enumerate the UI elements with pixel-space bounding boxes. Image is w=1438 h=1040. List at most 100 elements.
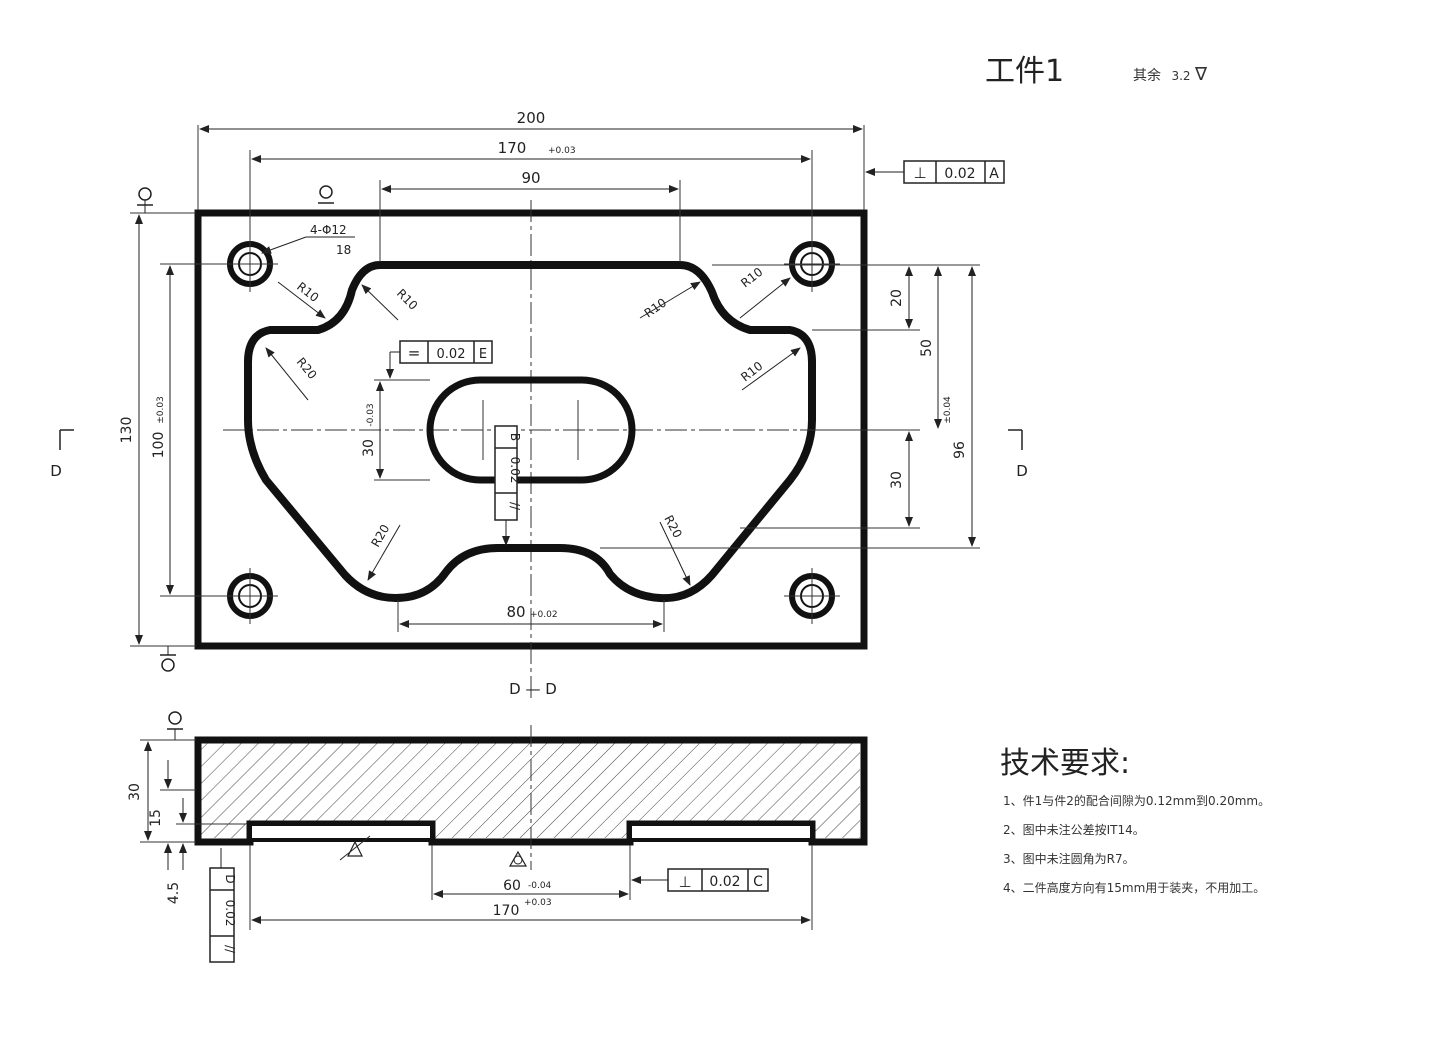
dim-30-slot-tol: -0.03 — [366, 403, 376, 426]
section-marker-left: D — [50, 429, 74, 480]
roughness-value: 3.2 — [1171, 69, 1191, 83]
fcf-sym-e-tol: 0.02 — [437, 347, 466, 362]
dim-170-text: 170 — [498, 139, 527, 157]
tech-requirements-list: 1、件1与件2的配合间隙为0.12mm到0.20mm。 2、图中未注公差按IT1… — [1003, 792, 1270, 908]
dim-side-170: 170 +0.03 — [249, 845, 813, 930]
center-slot — [426, 376, 636, 484]
dim-side-45-text: 4.5 — [166, 882, 182, 904]
fcf-perp-c-sym: ⊥ — [678, 873, 691, 891]
datum-triangle-center — [508, 850, 528, 867]
dim-96-tol: ±0.04 — [943, 396, 953, 424]
dim-30-slot: 30 -0.03 — [361, 379, 430, 481]
fcf-perp-a-tol: 0.02 — [944, 166, 975, 182]
hole-bottom-left — [222, 568, 278, 624]
fcf-par-b-tol: 0.02 — [508, 457, 522, 484]
dim-170: 170 +0.03 — [249, 139, 813, 240]
dim-side-15-text: 15 — [148, 809, 164, 827]
datum-marker-bottom — [160, 646, 176, 672]
hole-top-left — [222, 236, 278, 292]
hole-callout: 4-Φ12 18 — [261, 223, 355, 257]
dim-side-60: 60 -0.04 — [431, 845, 631, 900]
datum-marker-section — [167, 711, 183, 740]
dim-130: 130 — [119, 212, 196, 647]
dim-200-text: 200 — [517, 109, 546, 127]
fcf-par-b-sym: // — [508, 502, 522, 511]
dim-side-15: 15 — [148, 760, 196, 870]
dim-96: 96 ±0.04 — [600, 264, 980, 549]
fcf-par-d-datum: D — [223, 874, 237, 883]
hole-top-right — [784, 236, 840, 292]
dim-side-60-text: 60 — [503, 878, 521, 894]
dim-130-text: 130 — [119, 417, 135, 444]
dim-side-30-text: 30 — [127, 783, 143, 801]
dim-side-170-text: 170 — [493, 903, 520, 919]
hole-depth-text: 18 — [336, 243, 351, 257]
dim-50: 50 — [919, 266, 942, 429]
dim-100-tol: ±0.03 — [156, 396, 166, 424]
radius-label-2: R10 — [394, 286, 421, 313]
dim-90: 90 — [379, 169, 681, 262]
section-right-recess — [628, 822, 814, 842]
fcf-perp-c: ⊥ 0.02 C — [631, 868, 769, 892]
dim-100-text: 100 — [151, 432, 167, 459]
dim-20-text: 20 — [889, 289, 905, 307]
tech-requirement-3: 3、图中未注圆角为R7。 — [1003, 852, 1135, 866]
radius-label-7: R20 — [368, 522, 392, 549]
roughness-label: 其余 — [1133, 68, 1161, 84]
mounting-holes — [222, 236, 840, 624]
tech-requirements-heading: 技术要求: — [1000, 746, 1131, 781]
dim-80: 80 +0.02 — [397, 600, 665, 632]
fcf-par-b-datum: B — [508, 433, 522, 441]
section-label-right: D — [1016, 462, 1028, 480]
radius-label-5: R10 — [738, 265, 765, 291]
datum-marker-top — [137, 187, 153, 213]
roughness-symbol-icon: ∇ — [1195, 64, 1208, 85]
fcf-sym-e-sym: = — [408, 344, 421, 362]
dim-100: 100 ±0.03 — [151, 263, 228, 597]
fcf-perp-c-tol: 0.02 — [709, 874, 740, 890]
datum-triangle-left — [339, 835, 371, 861]
fcf-perp-a: ⊥ 0.02 A — [865, 160, 1005, 184]
dim-side-45: 4.5 — [166, 798, 246, 904]
section-label-left: D — [50, 462, 62, 480]
fcf-perp-c-datum: C — [753, 874, 763, 890]
fcf-par-d-tol: 0.02 — [223, 900, 237, 927]
fcf-par-d: D 0.02 // — [209, 848, 237, 963]
tech-requirement-2: 2、图中未注公差按IT14。 — [1003, 823, 1145, 837]
radius-label-6: R10 — [738, 359, 765, 385]
section-view: 30 15 4.5 60 -0.04 170 +0.03 — [127, 711, 868, 963]
holes-text: 4-Φ12 — [310, 223, 347, 237]
dim-170-tol: +0.03 — [548, 146, 576, 156]
fcf-par-d-sym: // — [223, 945, 237, 954]
fcf-sym-e-datum: E — [479, 347, 487, 362]
dim-80-tol: +0.02 — [530, 610, 558, 620]
dim-80-text: 80 — [506, 603, 525, 621]
fcf-par-b: B 0.02 // — [494, 425, 522, 546]
dim-side-30: 30 — [127, 739, 196, 843]
dim-30-right-text: 30 — [889, 471, 905, 489]
section-marker-right: D — [1008, 429, 1028, 480]
hole-bottom-right — [784, 568, 840, 624]
tech-requirement-4: 4、二件高度方向有15mm用于装夹，不用加工。 — [1003, 881, 1266, 895]
dim-30-slot-text: 30 — [361, 439, 377, 457]
tech-requirement-1: 1、件1与件2的配合间隙为0.12mm到0.20mm。 — [1003, 794, 1271, 808]
radius-label-4: R10 — [642, 295, 669, 320]
dim-side-170-tol: +0.03 — [524, 898, 552, 908]
fcf-perp-a-datum: A — [989, 166, 999, 182]
dim-200: 200 — [197, 109, 865, 210]
fcf-perp-a-sym: ⊥ — [913, 164, 926, 182]
dim-side-60-tol: -0.04 — [528, 881, 552, 891]
dim-50-text: 50 — [919, 339, 935, 357]
radius-label-8: R20 — [661, 513, 684, 540]
drawing-title: 工件1 — [985, 54, 1065, 89]
section-left-recess — [248, 822, 434, 842]
roughness-note: 其余 3.2 ∇ — [1133, 64, 1207, 85]
datum-marker-upper — [318, 185, 334, 204]
dim-96-text: 96 — [952, 441, 968, 459]
fcf-sym-e: = 0.02 E — [386, 340, 493, 379]
pocket-profile — [244, 261, 816, 603]
section-title: D — D — [509, 680, 557, 698]
radius-label-1: R10 — [294, 279, 321, 305]
dim-30-right: 30 — [740, 429, 920, 529]
